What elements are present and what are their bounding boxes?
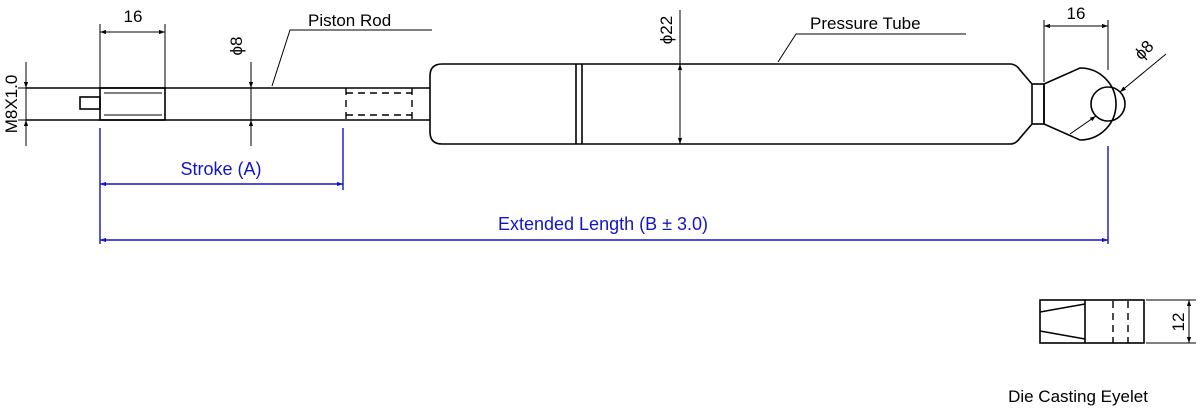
tube-diameter-label: ϕ22 <box>657 16 676 44</box>
eyelet-width-label: 12 <box>1169 313 1188 332</box>
thread-dimension: M8X1.0 <box>2 62 100 146</box>
eyelet-width-dimension: 12 <box>1146 299 1196 344</box>
eyelet-length-dimension: 16 <box>1043 4 1109 82</box>
eyelet-length-label: 16 <box>1067 4 1086 23</box>
eyelet-side-view <box>1039 299 1145 344</box>
rod-thread-length: 16 <box>124 7 143 26</box>
eyelet-hole-label: ϕ8 <box>1131 37 1158 64</box>
piston-rod-callout: Piston Rod <box>271 11 432 87</box>
eyelet <box>1043 67 1126 141</box>
piston-rod <box>26 87 430 121</box>
pressure-tube <box>429 63 1045 145</box>
rod-diameter-label: ϕ8 <box>227 37 246 56</box>
eyelet-hole-dimension: ϕ8 <box>1069 37 1167 135</box>
pressure-tube-callout: Pressure Tube <box>777 14 966 63</box>
extended-length-dimension: Extended Length (B ± 3.0) <box>100 146 1109 244</box>
stroke-dimension: Stroke (A) <box>99 128 344 244</box>
extended-length-label: Extended Length (B ± 3.0) <box>498 214 708 234</box>
piston-rod-label: Piston Rod <box>308 11 391 30</box>
thread-label: M8X1.0 <box>2 75 21 134</box>
pressure-tube-label: Pressure Tube <box>810 14 921 33</box>
stroke-label: Stroke (A) <box>180 159 261 179</box>
eyelet-title: Die Casting Eyelet <box>1008 387 1148 406</box>
rod-thread-dimension: 16 <box>99 7 166 88</box>
tube-diameter-dimension: ϕ22 <box>657 10 683 144</box>
rod-diameter-dimension: ϕ8 <box>227 37 254 146</box>
